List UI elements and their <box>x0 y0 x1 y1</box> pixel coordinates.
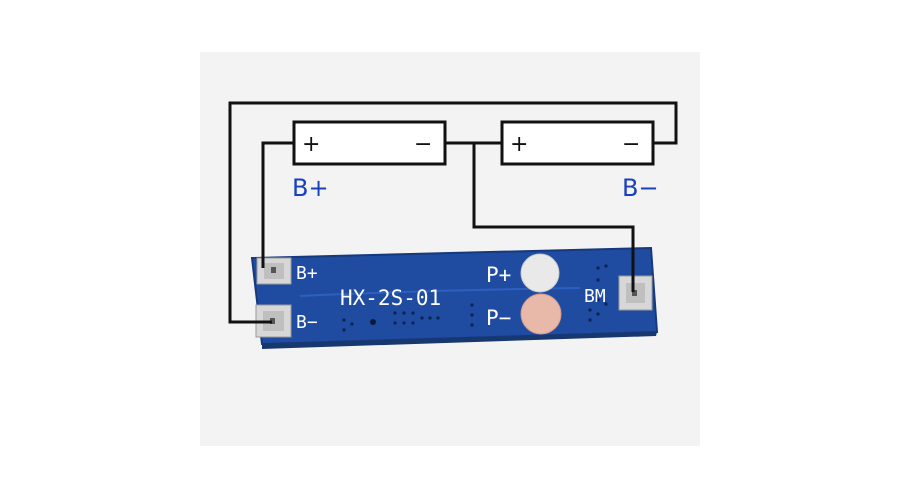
schematic-b-plus-label: B+ <box>292 174 329 202</box>
cell-2-minus-sign: − <box>622 132 640 157</box>
pad-b-plus-label: B+ <box>296 263 318 284</box>
bm-solder-pad <box>618 275 653 311</box>
battery-cell-2: + − <box>500 120 655 166</box>
pad-b-minus-label: B− <box>296 312 318 333</box>
p-plus-pad <box>520 253 560 293</box>
b-minus-solder-pad <box>255 304 292 338</box>
cell-1-plus-sign: + <box>302 132 320 157</box>
cell-1-minus-sign: − <box>414 132 432 157</box>
wire-b-minus <box>228 101 678 324</box>
schematic-b-minus-label: B− <box>622 174 659 202</box>
pad-p-minus-label: P− <box>486 306 511 330</box>
p-minus-pad <box>520 293 562 335</box>
wire-b-plus <box>261 141 294 268</box>
pad-bm-label: BM <box>584 286 606 307</box>
cell-2-plus-sign: + <box>510 132 528 157</box>
battery-cell-1: + − <box>292 120 447 166</box>
wiring <box>228 101 678 324</box>
pad-p-plus-label: P+ <box>486 263 511 287</box>
board-model-label: HX-2S-01 <box>340 286 441 310</box>
wire-bm <box>472 143 635 292</box>
